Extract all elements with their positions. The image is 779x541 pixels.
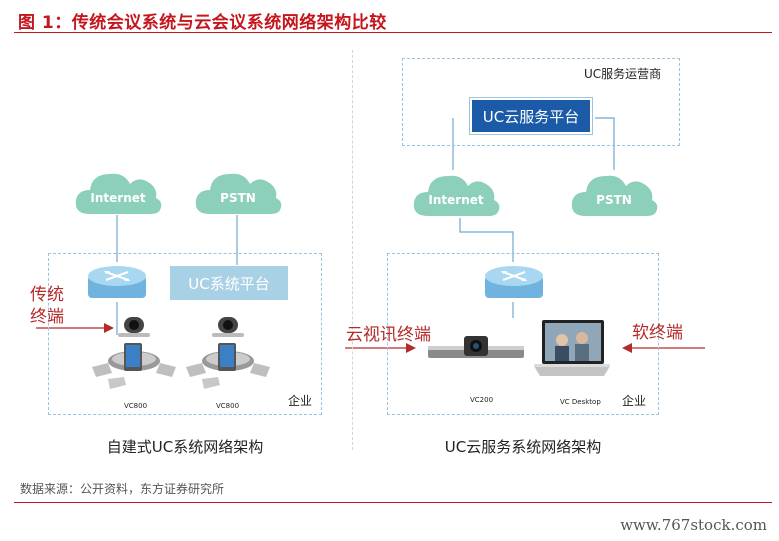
left-pstn-label: PSTN: [220, 191, 256, 205]
center-divider: [352, 50, 353, 450]
traditional-terminal-annotation: 传统 终端: [30, 284, 64, 328]
conference-system-icon: [92, 317, 176, 389]
provider-label: UC服务运营商: [584, 67, 662, 81]
left-pstn-cloud: PSTN: [192, 166, 284, 218]
laptop-icon: [534, 320, 610, 376]
cloud-icon: [413, 175, 500, 216]
left-platform: UC系统平台: [170, 266, 288, 300]
cloud-icon: [195, 173, 282, 214]
data-source: 数据来源：公开资料，东方证券研究所: [20, 482, 225, 496]
left-router: [86, 262, 148, 304]
right-internet-label: Internet: [428, 193, 484, 207]
provider-box: [402, 58, 680, 146]
figure-title: 图 1：传统会议系统与云会议系统网络架构比较: [18, 13, 387, 33]
right-cloud-platform: UC云服务平台: [470, 98, 592, 134]
right-caption: UC云服务系统网络架构: [444, 438, 602, 456]
watermark: www.767stock.com: [620, 516, 767, 534]
bottom-rule: [14, 502, 772, 503]
vc200-model-label: VC200: [470, 396, 494, 404]
soft-terminal-annotation: 软终端: [632, 323, 683, 343]
left-caption: 自建式UC系统网络架构: [106, 438, 264, 456]
right-enterprise-label: 企业: [622, 394, 647, 408]
vc800-device-2: [182, 315, 278, 393]
vc800-model-label-2: VC800: [216, 402, 240, 410]
left-internet-cloud: Internet: [72, 166, 164, 218]
left-enterprise-box: [48, 253, 322, 415]
router-icon: [88, 266, 146, 298]
left-internet-label: Internet: [90, 191, 146, 205]
title-rule: [14, 32, 772, 33]
cloud-icon: [571, 175, 658, 216]
cloud-terminal-annotation: 云视讯终端: [346, 325, 431, 345]
vc-desktop-laptop: [532, 318, 612, 382]
cloud-icon: [75, 173, 162, 214]
router-icon: [485, 266, 543, 298]
right-router: [483, 262, 545, 304]
video-bar-icon: [428, 336, 524, 358]
vc800-device-1: [88, 315, 184, 393]
right-pstn-label: PSTN: [596, 193, 632, 207]
annotation-line-2: 终端: [30, 307, 64, 327]
left-enterprise-label: 企业: [288, 394, 313, 408]
vc800-model-label-1: VC800: [124, 402, 148, 410]
annotation-line-1: 传统: [30, 285, 64, 305]
vc-desktop-model-label: VC Desktop: [560, 398, 601, 406]
right-internet-cloud: Internet: [410, 168, 502, 220]
vc200-device: [426, 334, 526, 364]
right-pstn-cloud: PSTN: [568, 168, 660, 220]
conference-system-icon: [186, 317, 270, 389]
right-enterprise-box: [387, 253, 659, 415]
